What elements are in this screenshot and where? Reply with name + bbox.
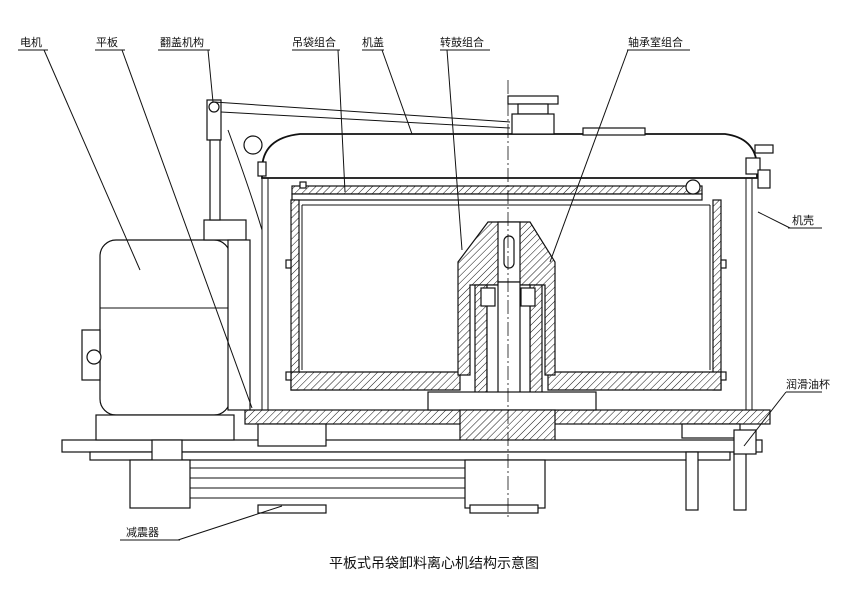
lid-flip-mechanism — [206, 99, 511, 231]
label-lid: 机盖 — [362, 35, 384, 49]
motor — [81, 219, 251, 496]
right-fittings — [681, 144, 774, 511]
base-plate — [61, 391, 771, 461]
drum-hub — [457, 221, 556, 376]
label-motor: 电机 — [20, 35, 42, 49]
leader-lines — [18, 49, 822, 541]
label-drum-assembly: 转鼓组合 — [440, 35, 484, 49]
label-hanging-bag-assembly: 吊袋组合 — [292, 35, 336, 49]
label-flat-plate: 平板 — [96, 35, 118, 49]
diagram-caption: 平板式吊袋卸料离心机结构示意图 — [329, 555, 539, 572]
label-lube-oil-cup: 润滑油杯 — [786, 377, 830, 391]
label-damper: 减震器 — [126, 526, 159, 539]
label-bearing-chamber-assembly: 轴承室组合 — [628, 35, 683, 49]
pulley-belt — [129, 459, 546, 509]
lid-nozzle — [507, 95, 646, 136]
label-casing: 机壳 — [792, 213, 814, 227]
dampers — [257, 423, 539, 514]
drum — [285, 199, 727, 391]
casing-body — [257, 133, 761, 410]
label-lid-flip-mechanism: 翻盖机构 — [160, 35, 204, 49]
hanging-bag-rail — [291, 179, 703, 201]
